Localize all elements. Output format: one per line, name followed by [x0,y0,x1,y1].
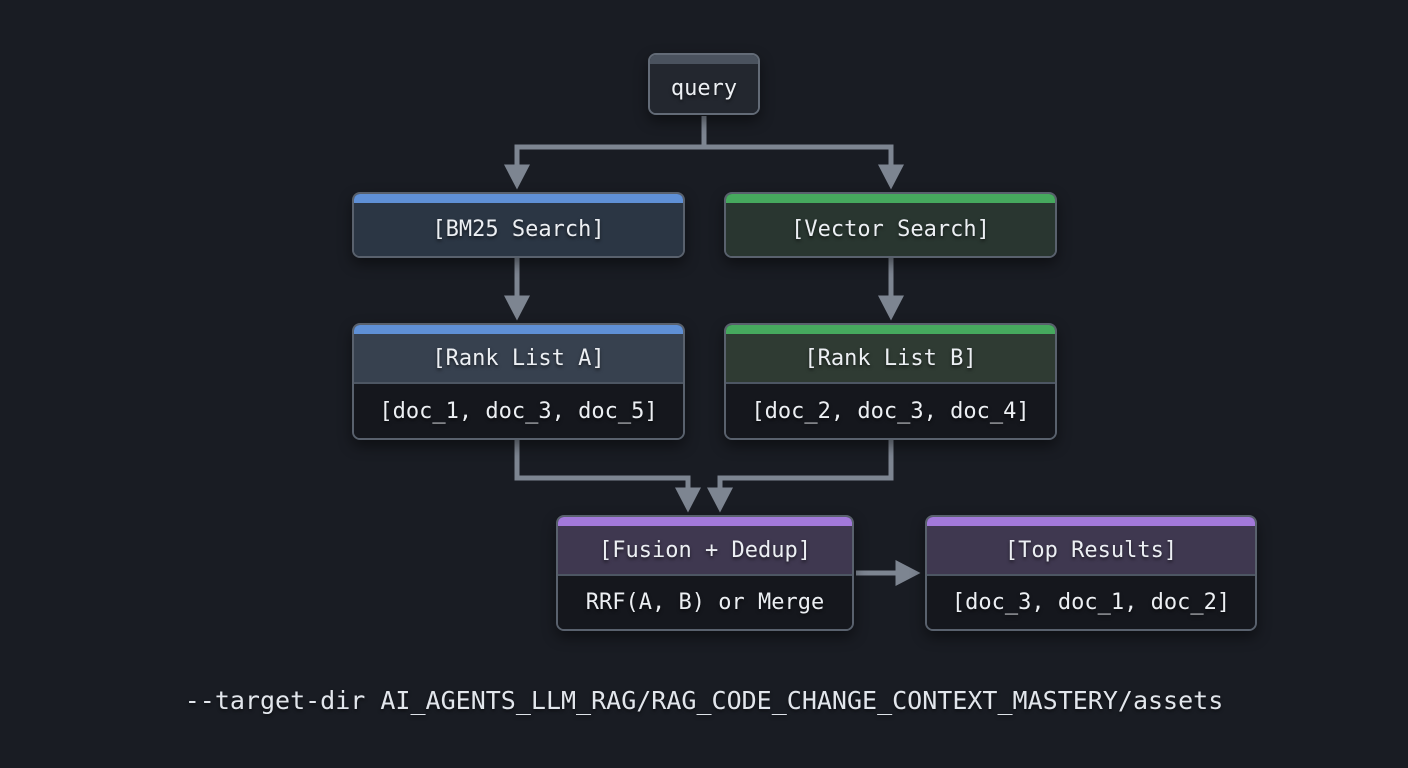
rank-b-docs: [doc_2, doc_3, doc_4] [726,384,1055,438]
arrow-rank-b-to-fusion [706,440,894,513]
node-fusion-dedup: [Fusion + Dedup] RRF(A, B) or Merge [556,515,854,631]
bm25-label: [BM25 Search] [354,203,683,256]
node-bm25-search: [BM25 Search] [352,192,685,258]
query-label: query [650,64,758,113]
rank-b-title: [Rank List B] [726,334,1055,384]
top-results-accent-bar [927,517,1255,526]
node-vector-search: [Vector Search] [724,192,1057,258]
node-top-results: [Top Results] [doc_3, doc_1, doc_2] [925,515,1257,631]
fusion-title: [Fusion + Dedup] [558,526,852,576]
node-query: query [648,53,760,115]
arrow-query-to-bm25 [503,116,707,190]
rank-a-accent-bar [354,325,683,334]
top-results-docs: [doc_3, doc_1, doc_2] [927,576,1255,629]
node-rank-list-b: [Rank List B] [doc_2, doc_3, doc_4] [724,323,1057,440]
rank-a-title: [Rank List A] [354,334,683,384]
vector-label: [Vector Search] [726,203,1055,256]
vector-accent-bar [726,194,1055,203]
fusion-accent-bar [558,517,852,526]
arrow-query-to-vector [704,144,904,190]
bm25-accent-bar [354,194,683,203]
target-dir-caption: --target-dir AI_AGENTS_LLM_RAG/RAG_CODE_… [184,686,1224,715]
arrow-rank-a-to-fusion [514,440,701,513]
fusion-method: RRF(A, B) or Merge [558,576,852,629]
query-titlebar [650,55,758,64]
rank-b-accent-bar [726,325,1055,334]
rank-a-docs: [doc_1, doc_3, doc_5] [354,384,683,438]
top-results-title: [Top Results] [927,526,1255,576]
node-rank-list-a: [Rank List A] [doc_1, doc_3, doc_5] [352,323,685,440]
